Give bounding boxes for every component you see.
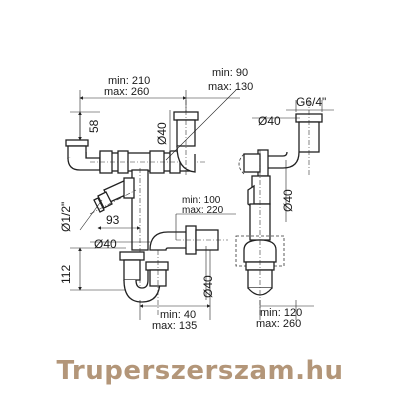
top-width-min-label: min: 210 <box>108 75 150 87</box>
top-width-max-label: max: 260 <box>104 86 149 98</box>
appliance-branch <box>89 177 137 215</box>
dimension-lines <box>70 89 240 320</box>
diameter-40-front-bottom-label: Ø40 <box>94 237 117 251</box>
side-view <box>235 100 334 320</box>
outlet-elbow <box>149 225 228 255</box>
left-basin-connector <box>65 139 101 171</box>
dimension-labels: min: 210 max: 260 min: 90 max: 130 G6/4"… <box>59 67 326 332</box>
side-view-dimensions <box>252 100 334 320</box>
length-93-label: 93 <box>106 213 120 227</box>
mid-min-label: min: 100 <box>182 195 221 206</box>
diameter-40-side-body-label: Ø40 <box>281 189 295 212</box>
height-58-label: 58 <box>87 119 101 133</box>
horizontal-connecting-pipe <box>90 150 205 174</box>
diameter-40-front-top-label: Ø40 <box>155 122 169 145</box>
watermark: Truperszerszam.hu <box>56 356 344 386</box>
side-view-inlet-elbow <box>262 100 323 175</box>
thread-label: G6/4" <box>296 95 326 109</box>
bottom-width-max-label: max: 135 <box>152 320 197 332</box>
diameter-40-side-top-label: Ø40 <box>258 114 281 128</box>
side-width-max-label: max: 260 <box>256 318 301 330</box>
offset-min-label: min: 90 <box>212 67 248 79</box>
height-112-label: 112 <box>59 265 73 284</box>
right-basin-connector <box>173 100 199 175</box>
diameter-half-inch-label: Ø1/2" <box>59 202 73 232</box>
offset-max-label: max: 130 <box>208 81 253 93</box>
side-width-min-label: min: 120 <box>260 307 302 319</box>
front-view <box>65 89 240 320</box>
bottle-trap <box>119 250 169 315</box>
diameter-40-trap-label: Ø40 <box>201 275 215 298</box>
mid-max-label: max: 220 <box>182 205 224 216</box>
bottom-width-min-label: min: 40 <box>160 309 196 321</box>
side-view-body <box>235 149 285 315</box>
